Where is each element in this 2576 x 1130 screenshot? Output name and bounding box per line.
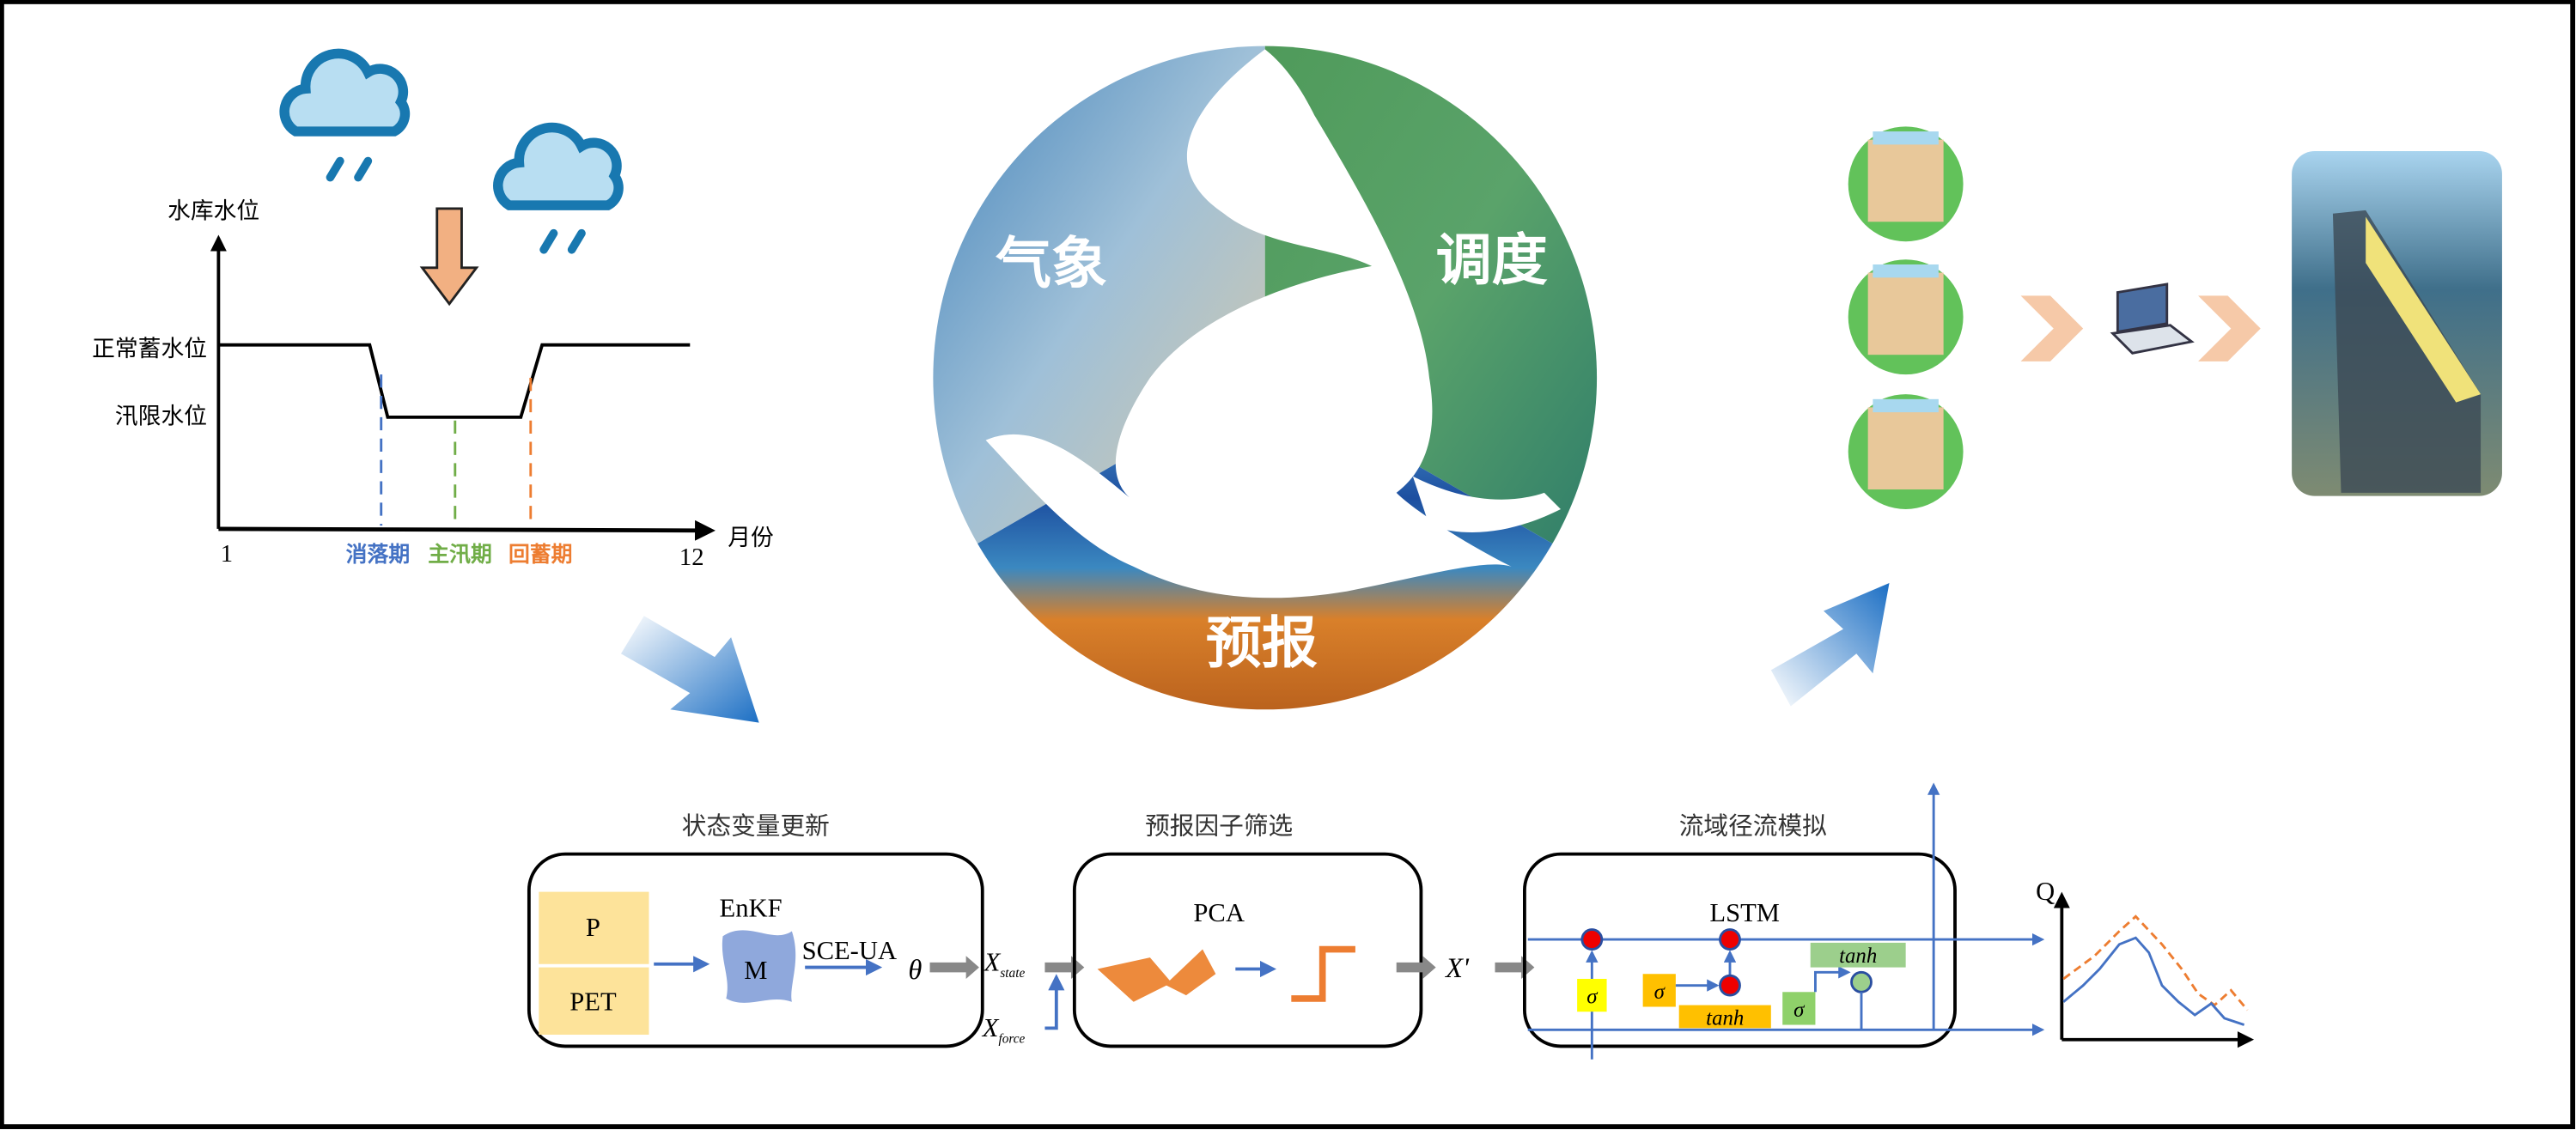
x-tick-start: 1 [221,540,233,568]
tanh-label: tanh [1839,945,1877,968]
stage-title-runoff-simulation: 流域径流模拟 [1679,811,1827,841]
x-out-label: X' [1444,953,1470,984]
cycle-label-dispatch: 调度 [1436,228,1548,293]
input-label-pet: PET [569,987,617,1016]
flow-arrow-up-right [1770,583,1890,707]
y-axis-label: 水库水位 [167,197,259,224]
stage-box-runoff-simulation: LSTM σ σ tanh σ tanh [1523,782,2045,1060]
down-arrow-icon [419,207,479,307]
output-node [1850,970,1873,993]
method-label-lstm: LSTM [1709,898,1780,927]
stage-title-state-update: 状态变量更新 [682,811,830,841]
candidate-tanh-box [1678,1005,1771,1029]
cycle-label-forecast: 预报 [1206,611,1318,676]
period-label-refill: 回蓄期 [509,542,573,567]
dam-structure [2332,210,2482,493]
cycle-label-weather: 气象 [996,232,1107,296]
dam-icon [1848,126,1964,242]
step-function-icon [1291,945,1355,1002]
triskelion-cutout [985,49,1512,598]
forget-gate-box [1577,978,1607,1012]
gray-arrow-icon [1495,956,1535,979]
stage-box-state-update: P PET M EnKF SCE-UA θ [527,852,984,1048]
model-blob [722,930,796,1003]
x-axis-label: 月份 [728,525,774,551]
normal-level-label: 正常蓄水位 [92,336,207,362]
flood-limit-label: 汛限水位 [115,404,207,430]
output-tanh-box [1810,942,1906,968]
rain-cloud-icon [493,122,624,254]
gray-arrow-icon [1044,956,1085,979]
multiply-node [1719,928,1741,951]
rain-cloud-icon [279,48,411,182]
stage-box-factor-selection: PCA [1072,852,1423,1048]
dam-icon [1848,259,1964,375]
sigma-label: σ [1586,986,1599,1009]
observed-series [2062,936,2245,1026]
forecast-series [2062,914,2249,1012]
reservoir-group [1848,126,1964,509]
pca-shape [1097,949,1216,1002]
input-label-p: P [586,913,600,942]
method-label-enkf: EnKF [720,893,783,922]
water-level-line [218,343,691,419]
x-axis [218,519,716,541]
theta-label: θ [908,955,922,986]
cutout-tip [1412,476,1561,533]
period-label-main-flood: 主汛期 [428,542,492,567]
cycle-graphic: 气象 调度 预报 [933,46,1598,710]
input-box-pet [539,967,649,1036]
stage-title-factor-selection: 预报因子筛选 [1145,811,1293,841]
gray-arrow-icon [1396,956,1436,979]
period-label-drawdown: 消落期 [346,542,411,567]
output-gate-box [1782,992,1816,1025]
reservoir-level-chart: 水库水位 正常蓄水位 汛限水位 1 12 月份 消落期 主汛期 回蓄期 [92,197,774,571]
optimizer-label: SCE-UA [802,936,897,965]
gate-line [1814,966,1851,993]
x-tick-end: 12 [679,544,704,571]
sigma-label: σ [1793,999,1806,1022]
x-force-label: Xforce [981,1013,1026,1047]
powerhouse-wall [2366,216,2482,403]
chevron-right-icon [2198,295,2261,361]
tanh-label: tanh [1706,1007,1744,1030]
input-gate-box [1642,974,1676,1007]
flow-arrow-down-right [620,616,759,723]
laptop-icon [2110,282,2195,355]
x-state-label: Xstate [983,947,1026,981]
model-label: M [744,956,767,985]
runoff-hydrograph: Q [2036,877,2255,1048]
multiply-node [1719,974,1741,997]
q-axis-label: Q [2036,877,2055,906]
sigma-label: σ [1654,981,1666,1004]
chevron-right-icon [2020,295,2084,361]
multiply-node [1580,928,1604,951]
dam-icon [1848,394,1964,509]
gray-arrow-icon [929,956,979,979]
input-box-p [539,891,649,964]
method-label-pca: PCA [1193,898,1245,927]
